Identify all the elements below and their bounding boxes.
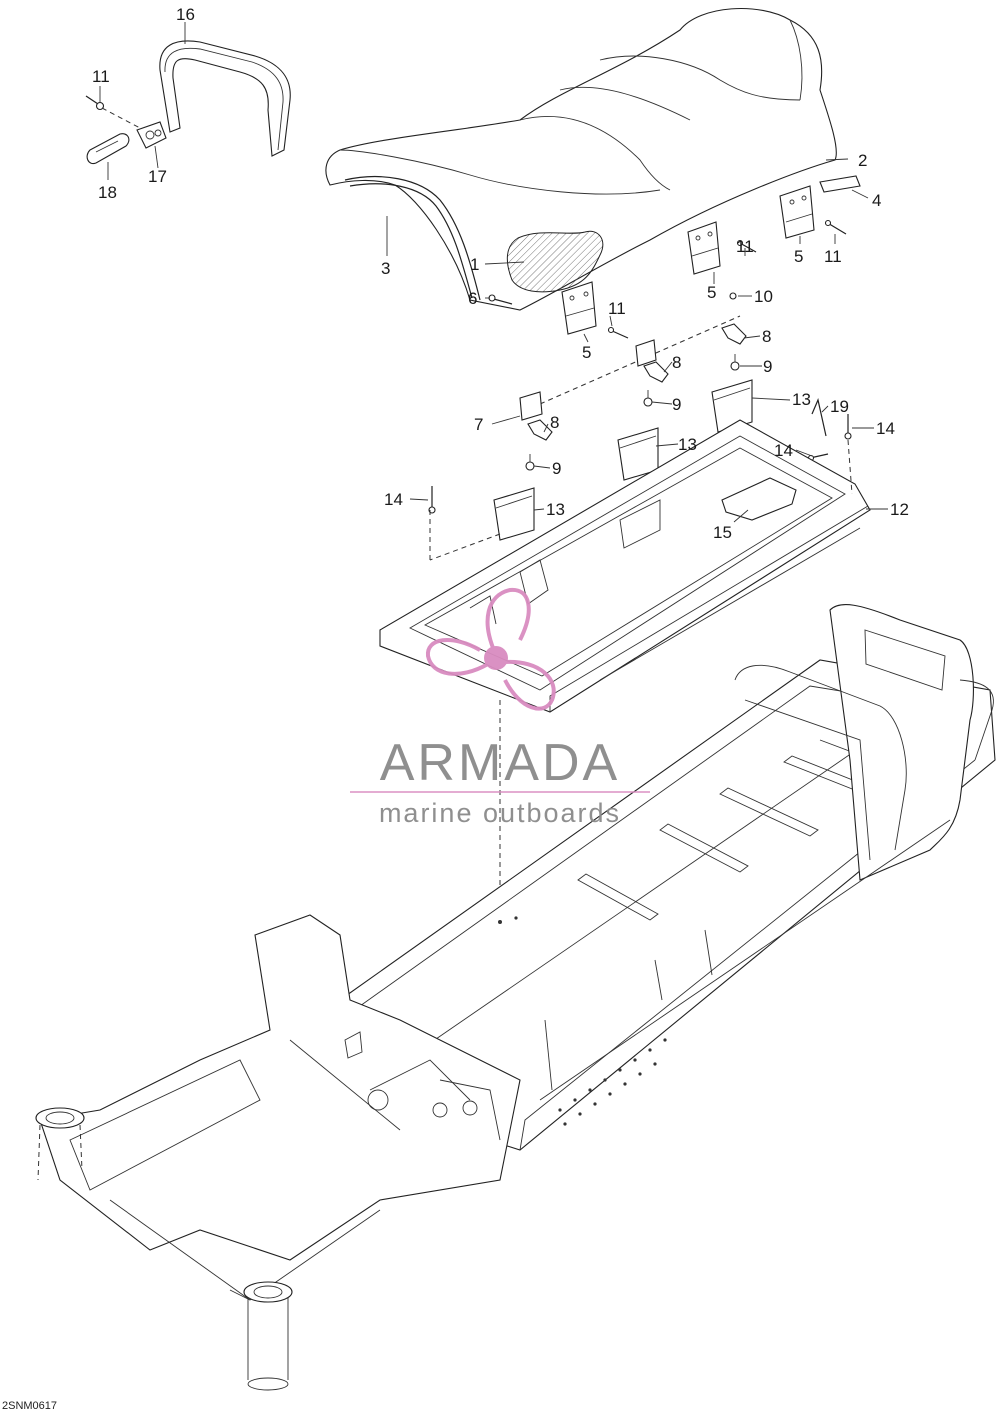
watermark-brand: ARMADA xyxy=(380,734,620,792)
propeller-logo-icon xyxy=(425,587,556,711)
leader-lines xyxy=(99,22,888,523)
seat-latch-bar xyxy=(819,175,861,193)
callout-8-front: 8 xyxy=(550,413,559,432)
storage-brackets xyxy=(493,379,753,541)
callout-5-front: 5 xyxy=(582,343,591,362)
callout-11-strap: 11 xyxy=(92,67,110,86)
callout-5-rear: 5 xyxy=(794,247,803,266)
callout-14-front: 14 xyxy=(384,490,403,509)
callout-6: 6 xyxy=(468,289,477,308)
callout-9-rear: 9 xyxy=(763,357,772,376)
propeller-hub xyxy=(484,646,508,670)
callout-1: 1 xyxy=(470,255,479,274)
callout-11-front: 11 xyxy=(608,299,626,318)
callout-11-rear: 11 xyxy=(824,247,842,266)
callout-17: 17 xyxy=(148,167,167,186)
callout-14-middle: 14 xyxy=(774,441,793,460)
callout-13-front: 13 xyxy=(546,500,565,519)
pins xyxy=(428,414,852,514)
seat xyxy=(325,7,837,311)
callout-13-rear: 13 xyxy=(792,390,811,409)
callout-5-middle: 5 xyxy=(707,283,716,302)
strap-screw xyxy=(85,95,141,129)
callout-10: 10 xyxy=(754,287,773,306)
wire-clip xyxy=(811,398,827,437)
rivet-row xyxy=(498,916,667,1126)
hinge-front xyxy=(561,281,597,335)
callout-12: 12 xyxy=(890,500,909,519)
hinge-rod xyxy=(519,315,741,421)
callout-4: 4 xyxy=(872,191,881,210)
hinge-middle xyxy=(687,221,721,275)
seat-strap xyxy=(159,40,291,157)
callout-labels: 16 11 18 17 2 4 3 1 5 11 5 10 6 11 5 8 8… xyxy=(92,5,909,542)
callout-7: 7 xyxy=(474,415,483,434)
callout-15: 15 xyxy=(713,523,732,542)
callout-11-middle: 11 xyxy=(736,237,754,256)
callout-3: 3 xyxy=(381,259,390,278)
armada-watermark: ARMADA marine outboards xyxy=(350,587,650,828)
callout-18: 18 xyxy=(98,183,117,202)
callout-19: 19 xyxy=(830,397,849,416)
callout-2: 2 xyxy=(858,151,867,170)
callout-14-rear: 14 xyxy=(876,419,895,438)
callout-13-middle: 13 xyxy=(678,435,697,454)
strap-clip xyxy=(136,121,167,149)
strap-cap xyxy=(86,133,130,165)
diagram-code: 2SNM0617 xyxy=(2,1400,57,1412)
callout-9-middle: 9 xyxy=(672,395,681,414)
callout-8-middle: 8 xyxy=(672,353,681,372)
hinge-rear xyxy=(779,185,815,239)
alignment-lines xyxy=(429,439,853,915)
chassis-frame xyxy=(35,604,996,1391)
callout-16: 16 xyxy=(176,5,195,24)
clip-brackets xyxy=(527,323,747,441)
watermark-tagline: marine outboards xyxy=(379,798,621,828)
callout-9-front: 9 xyxy=(552,459,561,478)
callout-8-rear: 8 xyxy=(762,327,771,346)
